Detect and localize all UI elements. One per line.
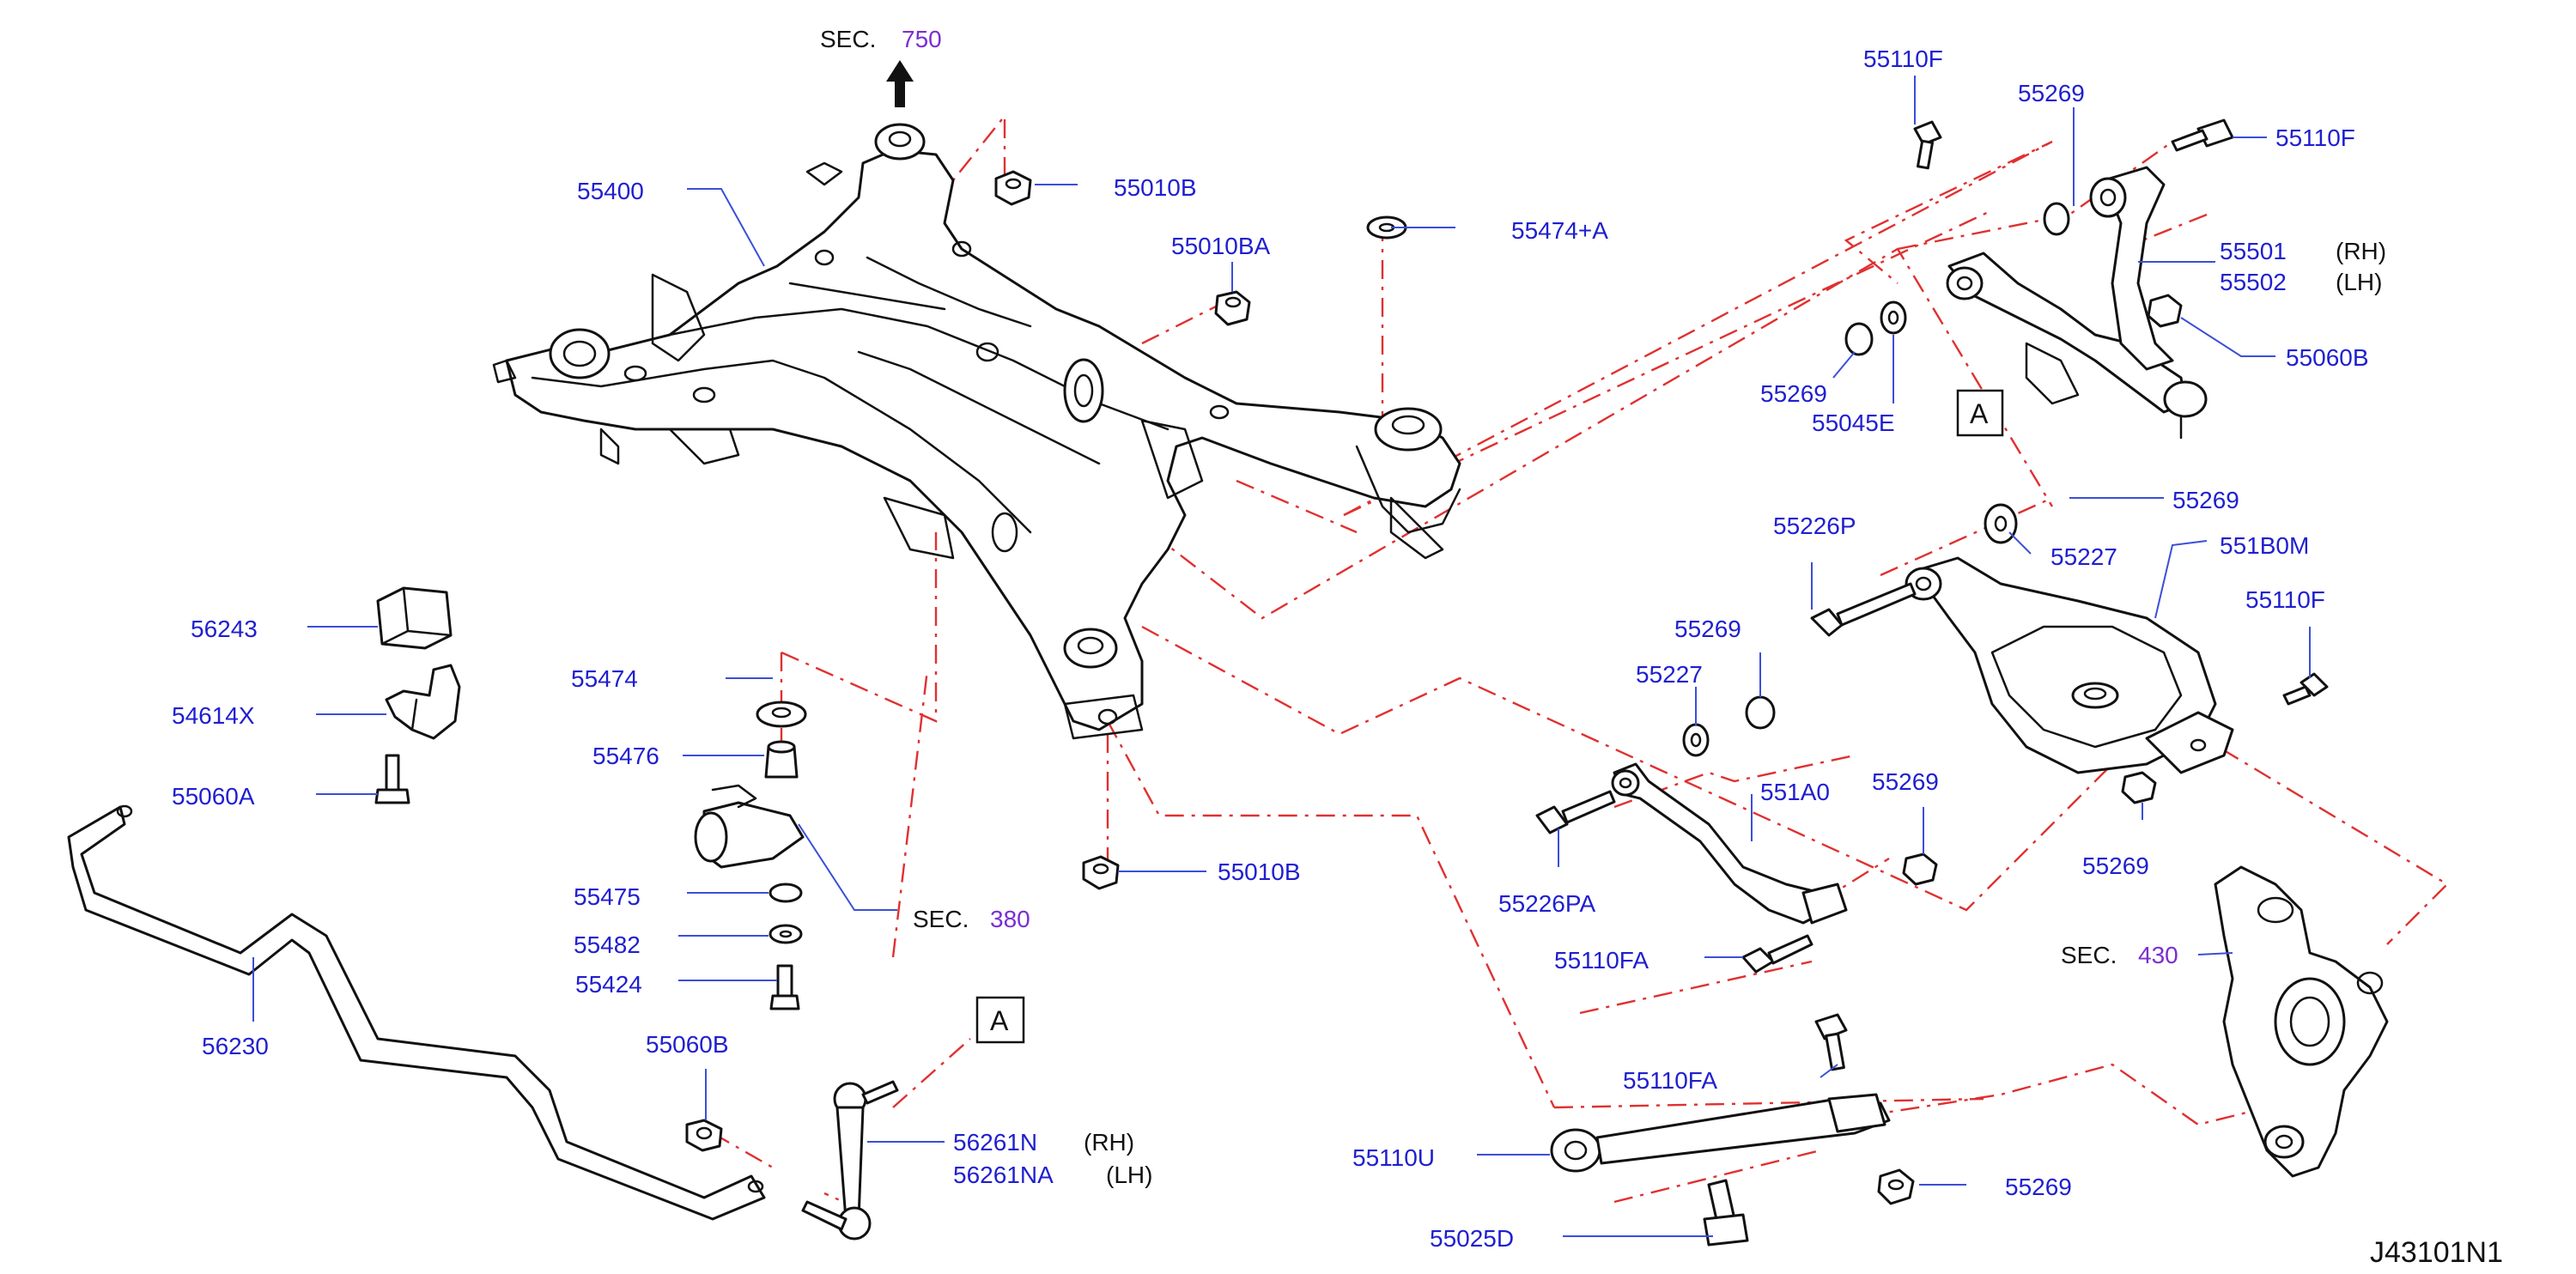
nut-55060B-lower — [685, 1119, 723, 1152]
label-55060B-low[interactable]: 55060B — [646, 1031, 729, 1058]
label-55269-c[interactable]: 55269 — [2172, 487, 2239, 513]
bolt-55226PA — [1535, 790, 1616, 834]
stabilizer-link-56261N — [801, 1080, 899, 1241]
bushing-55269-upper — [2043, 202, 2070, 236]
label-54614X[interactable]: 54614X — [172, 702, 255, 729]
label-55502[interactable]: 55502 — [2220, 269, 2287, 295]
bolt-55025D — [1703, 1179, 1749, 1247]
label-56261NA[interactable]: 56261NA — [953, 1162, 1054, 1188]
bolt-55110F-c — [2282, 672, 2329, 706]
label-55110FA-a[interactable]: 55110FA — [1554, 947, 1649, 974]
label-55110FA-b[interactable]: 55110FA — [1623, 1067, 1717, 1094]
label-551B0M[interactable]: 551B0M — [2220, 532, 2309, 559]
sec750-prefix: SEC. — [820, 26, 876, 52]
label-56243[interactable]: 56243 — [191, 616, 258, 642]
subframe-55400 — [492, 123, 1461, 740]
center-mount-parts — [694, 701, 807, 1010]
label-55226P[interactable]: 55226P — [1773, 513, 1856, 539]
part-labels: SEC. 750 55400 55010B 55010BA 55474+A 56… — [172, 26, 2503, 1269]
bolt-55226P — [1810, 582, 1917, 637]
label-55476[interactable]: 55476 — [592, 743, 659, 769]
ref-a-right[interactable]: A — [1970, 398, 1989, 429]
bushing-55269-e — [1745, 695, 1776, 730]
sec380-prefix: SEC. — [913, 906, 969, 932]
ref-box-a-right — [1956, 389, 2004, 437]
nut-55010BA — [1214, 290, 1251, 326]
bolt-55110F-b — [2171, 118, 2234, 152]
label-55269-g[interactable]: 55269 — [2005, 1174, 2072, 1200]
label-55226PA[interactable]: 55226PA — [1498, 890, 1595, 917]
label-55269-d[interactable]: 55269 — [2082, 852, 2149, 879]
label-55045E[interactable]: 55045E — [1812, 410, 1895, 436]
nut-55010B-top — [994, 170, 1032, 206]
label-55227-b[interactable]: 55227 — [1636, 661, 1703, 688]
link-55110U — [1550, 1093, 1891, 1173]
side-rh-55501: (RH) — [2336, 238, 2386, 264]
side-rh-56261N: (RH) — [1084, 1129, 1134, 1156]
nut-55269-g — [1877, 1168, 1915, 1205]
label-55400[interactable]: 55400 — [577, 178, 644, 204]
label-55501[interactable]: 55501 — [2220, 238, 2287, 264]
label-55474A[interactable]: 55474+A — [1511, 217, 1608, 244]
label-55482[interactable]: 55482 — [574, 931, 641, 958]
nut-55269-f — [1902, 852, 1938, 886]
stabilizer-bushing-56243 — [376, 586, 453, 650]
side-lh-55502: (LH) — [2336, 269, 2382, 295]
leader-lines — [252, 76, 2311, 1237]
label-55010B-low[interactable]: 55010B — [1218, 858, 1301, 885]
upper-link-55501 — [1946, 166, 2208, 440]
washer-55227-b — [1682, 723, 1710, 757]
sec750-number[interactable]: 750 — [902, 26, 942, 52]
sec380-number[interactable]: 380 — [990, 906, 1030, 932]
nut-55060B-right — [2147, 294, 2183, 328]
bolt-55110FA-a — [1741, 934, 1814, 974]
label-55110F-b[interactable]: 55110F — [2275, 124, 2355, 151]
stabilizer-clamp-54614X — [385, 664, 461, 740]
sec430-prefix: SEC. — [2061, 942, 2117, 968]
label-551A0[interactable]: 551A0 — [1760, 779, 1830, 805]
label-55010B-top[interactable]: 55010B — [1114, 174, 1197, 201]
label-55269-f[interactable]: 55269 — [1872, 768, 1939, 795]
label-55269-a[interactable]: 55269 — [2018, 80, 2085, 106]
bolt-55060A — [374, 754, 410, 804]
ref-box-a-left — [975, 996, 1025, 1044]
bolt-55110FA-b — [1814, 1013, 1848, 1071]
label-55269-b[interactable]: 55269 — [1760, 380, 1827, 407]
label-55227[interactable]: 55227 — [2050, 543, 2117, 570]
label-55060A[interactable]: 55060A — [172, 783, 255, 810]
sec750-arrow — [886, 60, 914, 107]
label-55110F-c[interactable]: 55110F — [2245, 586, 2325, 613]
label-55474[interactable]: 55474 — [571, 665, 638, 692]
label-55269-e[interactable]: 55269 — [1674, 616, 1741, 642]
label-55010BA[interactable]: 55010BA — [1171, 233, 1271, 259]
link-551A0 — [1611, 762, 1848, 925]
label-55110U[interactable]: 55110U — [1352, 1144, 1435, 1171]
lower-arm-551B0M — [1905, 556, 2234, 774]
label-56230[interactable]: 56230 — [202, 1033, 269, 1059]
nut-55010B-low — [1082, 855, 1120, 890]
label-55110F-a[interactable]: 55110F — [1863, 46, 1943, 72]
side-lh-56261NA: (LH) — [1106, 1162, 1152, 1188]
ref-a-left[interactable]: A — [990, 1005, 1009, 1036]
washer-55045E — [1880, 300, 1907, 335]
nut-55269-d — [2121, 771, 2157, 804]
diagram-code: J43101N1 — [2370, 1236, 2503, 1269]
bolt-55110F-a — [1913, 120, 1942, 170]
washer-55227 — [1984, 503, 2018, 544]
label-55475[interactable]: 55475 — [574, 883, 641, 910]
label-55025D[interactable]: 55025D — [1430, 1225, 1514, 1252]
sec430-number[interactable]: 430 — [2138, 942, 2178, 968]
label-56261N[interactable]: 56261N — [953, 1129, 1037, 1156]
knuckle-sec430 — [2214, 865, 2389, 1178]
label-55060B-right[interactable]: 55060B — [2286, 344, 2369, 371]
stabilizer-bar-56230 — [67, 804, 766, 1221]
label-55424[interactable]: 55424 — [575, 971, 642, 998]
bushing-55269-b — [1844, 322, 1874, 356]
